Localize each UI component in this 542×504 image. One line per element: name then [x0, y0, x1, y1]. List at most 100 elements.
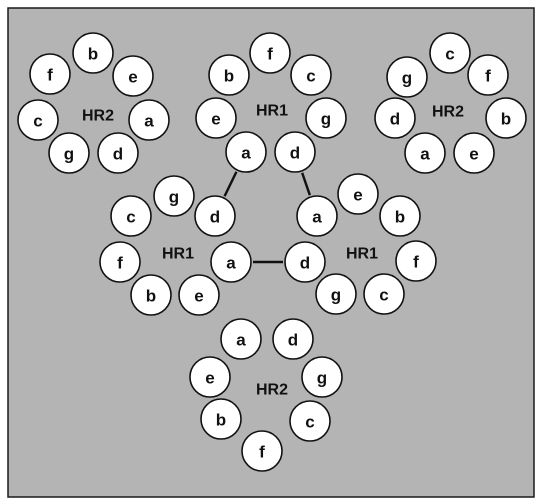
circle-node-g: g [386, 56, 428, 98]
circle-letter: f [485, 67, 491, 86]
group-label: HR1 [256, 103, 288, 120]
circle-letter: b [216, 411, 226, 430]
circle-letter: g [321, 110, 331, 129]
circle-node-e: e [195, 97, 237, 139]
circle-letter: f [267, 45, 273, 64]
circle-shape [48, 132, 90, 174]
circle-node-d: d [272, 318, 314, 360]
circle-shape [485, 97, 527, 139]
circle-letter: b [224, 67, 234, 86]
circle-letter: a [420, 145, 430, 164]
circle-node-b: b [208, 54, 250, 96]
circle-node-b: b [379, 195, 421, 237]
circle-shape [429, 32, 471, 74]
circle-letter: c [306, 67, 315, 86]
circle-node-c: c [17, 99, 59, 141]
circle-letter: g [317, 369, 327, 388]
circle-node-c: c [290, 54, 332, 96]
links-layer [223, 171, 311, 264]
circle-letter: f [47, 66, 53, 85]
circle-letter: d [210, 208, 220, 227]
circle-node-b: b [200, 398, 242, 440]
circle-node-g: g [305, 97, 347, 139]
circle-shape [284, 241, 326, 283]
circle-shape [290, 54, 332, 96]
circle-node-e: e [189, 356, 231, 398]
circle-letter: f [117, 254, 123, 273]
circle-node-c: c [429, 32, 471, 74]
circle-letter: c [33, 112, 42, 131]
circle-letter: a [236, 331, 246, 350]
circle-shape [130, 274, 172, 316]
circle-shape [17, 99, 59, 141]
circle-shape [467, 54, 509, 96]
diagram-background [7, 7, 535, 498]
circle-letter: c [445, 45, 454, 64]
group-label: HR1 [346, 246, 378, 263]
circle-letter: a [312, 208, 322, 227]
circle-node-f: f [29, 53, 71, 95]
circle-shape [395, 240, 437, 282]
circle-node-a: a [220, 318, 262, 360]
circle-node-c: c [289, 400, 331, 442]
circle-shape [189, 356, 231, 398]
circle-shape [386, 56, 428, 98]
circle-node-c: c [110, 195, 152, 237]
circle-shape [337, 173, 379, 215]
circle-letter: c [126, 208, 135, 227]
circle-node-a: a [225, 131, 267, 173]
circle-letter: d [113, 145, 123, 164]
circle-node-f: f [99, 241, 141, 283]
circle-shape [208, 54, 250, 96]
circle-node-f: f [395, 240, 437, 282]
circle-letter: f [413, 253, 419, 272]
circle-node-d: d [97, 132, 139, 174]
circle-letter: b [88, 45, 98, 64]
circle-shape [128, 99, 170, 141]
circle-node-a: a [296, 195, 338, 237]
group-label: HR2 [256, 382, 288, 399]
circle-shape [194, 195, 236, 237]
link-line [301, 172, 311, 196]
circle-node-d: d [374, 97, 416, 139]
circle-shape [315, 273, 357, 315]
circle-letter: d [300, 254, 310, 273]
group-label: HR1 [162, 246, 194, 263]
circle-node-b: b [130, 274, 172, 316]
circle-node-d: d [194, 195, 236, 237]
circle-node-c: c [363, 273, 405, 315]
circle-node-e: e [112, 55, 154, 97]
circle-node-g: g [48, 132, 90, 174]
circle-letter: b [501, 110, 511, 129]
circle-node-d: d [274, 131, 316, 173]
circle-node-a: a [210, 241, 252, 283]
circle-letter: e [194, 287, 203, 306]
circle-shape [296, 195, 338, 237]
circle-shape [241, 430, 283, 472]
circle-letter: g [331, 286, 341, 305]
circle-shape [220, 318, 262, 360]
circle-shape [200, 398, 242, 440]
circle-shape [153, 175, 195, 217]
circle-letter: f [259, 443, 265, 462]
circle-shape [374, 97, 416, 139]
circle-node-e: e [178, 274, 220, 316]
circle-shape [379, 195, 421, 237]
circle-node-f: f [241, 430, 283, 472]
circle-letter: a [241, 144, 251, 163]
link-line [223, 171, 238, 197]
circle-letter: e [353, 186, 362, 205]
circle-letter: d [390, 110, 400, 129]
circle-node-b: b [485, 97, 527, 139]
circle-letter: c [305, 413, 314, 432]
circle-shape [29, 53, 71, 95]
circle-shape [249, 32, 291, 74]
ring-group-g6: HR2 a dg c f be [189, 318, 343, 472]
circle-shape [112, 55, 154, 97]
group-label: HR2 [432, 104, 464, 121]
circle-shape [210, 241, 252, 283]
